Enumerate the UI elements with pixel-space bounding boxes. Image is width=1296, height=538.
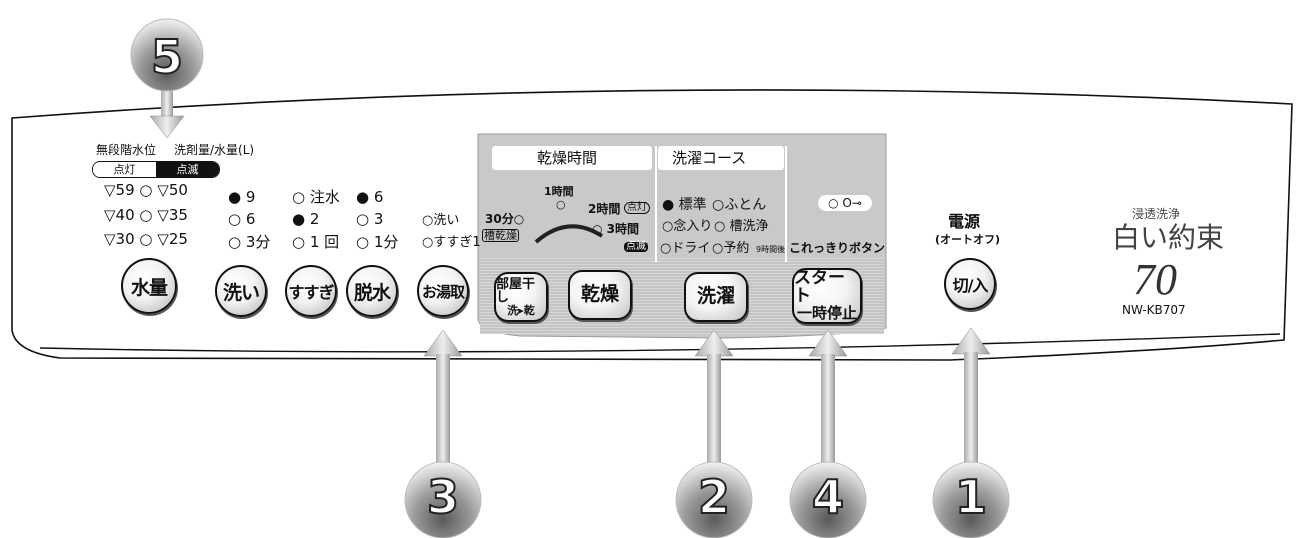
dry-1h: 1時間 (544, 185, 574, 198)
callout-1: 1 (954, 469, 988, 525)
course-timer: ○予約 (712, 241, 750, 256)
tub-icon: ▽ (157, 181, 169, 199)
callout-2: 2 (697, 469, 731, 525)
water-level-title: 無段階水位 (96, 143, 157, 157)
dry-2h: 2時間 (588, 202, 621, 216)
spin-opt-3: ○ 1分 (356, 233, 399, 251)
hot-water-button[interactable]: お湯取 (417, 265, 469, 317)
course-button[interactable]: 洗濯 (684, 272, 748, 322)
callout-5: 5 (150, 29, 184, 85)
key-icon: ○ O⊸ (828, 196, 862, 210)
room-dry-label: 部屋干し (496, 276, 536, 306)
dry-30m-tag: 槽乾燥 (482, 229, 519, 242)
course-dry: ○ドライ (660, 241, 711, 256)
hotwater-opt-1: ○洗い (422, 213, 460, 228)
room-dry-button[interactable]: 部屋干し 洗▸乾 (494, 272, 548, 322)
tub-icon: ▽ (157, 230, 169, 248)
callout-3: 3 (426, 469, 460, 525)
indicator-legend: 点灯 点滅 (92, 161, 220, 178)
dry-30m: 30分○ (485, 212, 525, 226)
capacity-logo: 70 (1133, 255, 1177, 304)
course-timer-note: 9時間後 (756, 245, 786, 254)
course-careful: ○念入り (662, 219, 713, 234)
dry-button[interactable]: 乾燥 (568, 270, 632, 320)
wash-opt-3: ○ 3分 (228, 233, 271, 251)
dry-3h-tag: 点滅 (624, 241, 648, 252)
tub-icon: ▽ (104, 230, 116, 248)
rinse-opt-1: ○ 注水 (292, 188, 340, 206)
lock-button-label: これっきりボタン (789, 241, 886, 255)
tub-icon: ▽ (157, 206, 169, 224)
rinse-opt-2: ● 2 (292, 210, 320, 228)
dry-1h-dot: ○ (556, 198, 566, 211)
start-pause-button[interactable]: スタート 一時停止 (792, 268, 862, 324)
water-row-2: ▽40 ○ ▽35 (104, 206, 188, 224)
spin-opt-1: ● 6 (356, 188, 384, 206)
dry-time-header: 乾燥時間 (537, 149, 598, 167)
course-tub-clean: ○ 槽洗浄 (714, 219, 769, 234)
dry-3h: ○ 3時間 (592, 222, 639, 236)
wash-to-dry-label: 洗▸乾 (507, 303, 535, 317)
detergent-title: 洗剤量/水量(L) (174, 143, 255, 157)
water-row-3: ▽30 ○ ▽25 (104, 230, 188, 248)
legend-lit: 点灯 (93, 162, 156, 177)
start-label: スタート (794, 268, 845, 307)
brand-tagline: 浸透洗浄 (1132, 207, 1181, 221)
course-futon: ○ふとん (712, 197, 767, 213)
wash-opt-1: ● 9 (228, 188, 256, 206)
wash-opt-2: ○ 6 (228, 210, 256, 228)
course-standard: ● 標準 (662, 197, 707, 213)
power-button[interactable]: 切/入 (944, 258, 996, 310)
model-number: NW-KB707 (1122, 303, 1186, 317)
dry-2h-tag: 点灯 (624, 202, 650, 214)
rinse-opt-3: ○ 1 回 (292, 233, 340, 251)
auto-off-label: (オートオフ) (935, 233, 1001, 246)
rinse-button[interactable]: すすぎ (285, 265, 337, 317)
legend-blink: 点滅 (156, 162, 219, 177)
lock-indicator: ○ O⊸ (818, 195, 872, 211)
tub-icon: ▽ (104, 181, 116, 199)
power-label: 電源 (948, 212, 981, 231)
course-header: 洗濯コース (672, 149, 747, 167)
water-row-1: ▽59 ○ ▽50 (104, 181, 188, 199)
spin-button[interactable]: 脱水 (346, 265, 398, 317)
spin-opt-2: ○ 3 (356, 210, 384, 228)
hotwater-opt-2: ○すすぎ1 (422, 235, 481, 250)
water-level-button[interactable]: 水量 (121, 258, 177, 314)
wash-button[interactable]: 洗い (215, 265, 267, 317)
pause-label: 一時停止 (796, 303, 857, 322)
tub-icon: ▽ (104, 206, 116, 224)
callout-4: 4 (811, 469, 845, 525)
brand-name: 白い約束 (1112, 221, 1225, 254)
